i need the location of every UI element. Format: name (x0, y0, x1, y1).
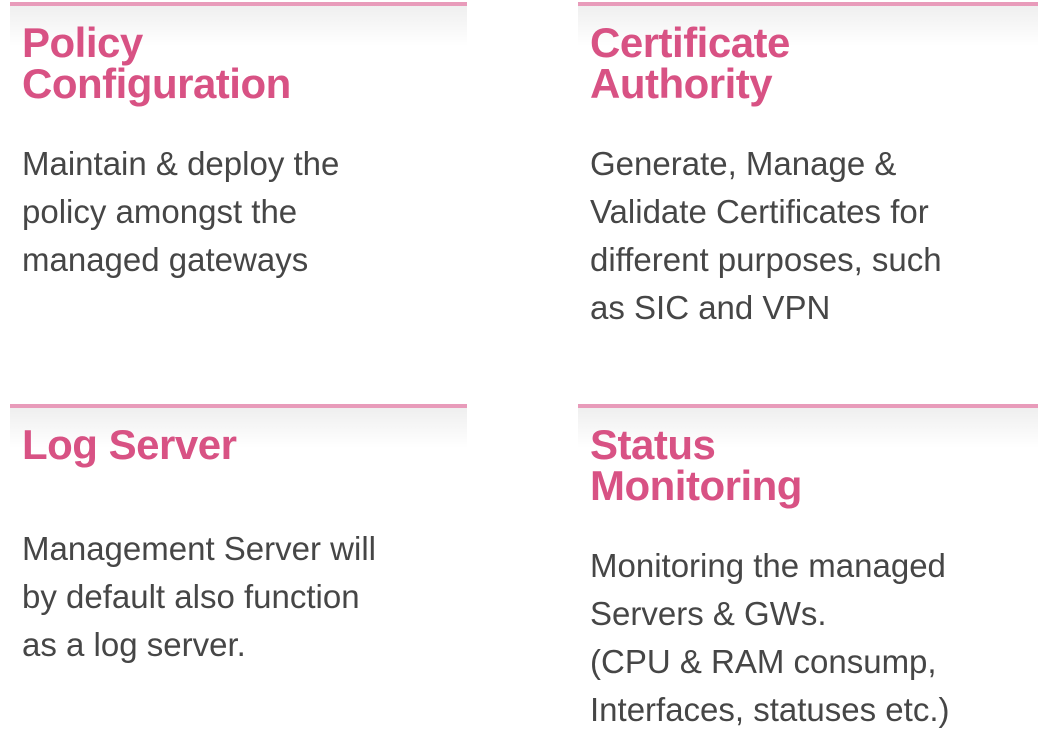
panel-heading: Status Monitoring (590, 421, 802, 510)
panel-top-rule (578, 404, 1038, 408)
panel-status-monitoring: Status Monitoring Monitoring the managed… (578, 404, 1038, 754)
panel-description: Generate, Manage & Validate Certificates… (590, 145, 942, 326)
panel-content: Certificate Authority Generate, Manage &… (578, 2, 1038, 394)
panel-heading: Log Server (22, 421, 237, 468)
panel-top-rule (10, 2, 467, 6)
panel-policy-configuration: Policy Configuration Maintain & deploy t… (10, 2, 467, 394)
panel-heading: Certificate Authority (590, 19, 790, 108)
panel-log-server: Log Server Management Server will by def… (10, 404, 467, 754)
panel-description: Monitoring the managed Servers & GWs. (C… (590, 547, 950, 728)
panel-description: Management Server will by default also f… (22, 530, 376, 663)
panel-description: Maintain & deploy the policy amongst the… (22, 145, 340, 278)
panel-top-rule (10, 404, 467, 408)
panel-top-rule (578, 2, 1038, 6)
panel-content: Status Monitoring Monitoring the managed… (578, 404, 1038, 754)
panel-heading: Policy Configuration (22, 19, 291, 108)
panel-certificate-authority: Certificate Authority Generate, Manage &… (578, 2, 1038, 394)
panel-content: Log Server Management Server will by def… (10, 404, 467, 754)
panel-content: Policy Configuration Maintain & deploy t… (10, 2, 467, 394)
